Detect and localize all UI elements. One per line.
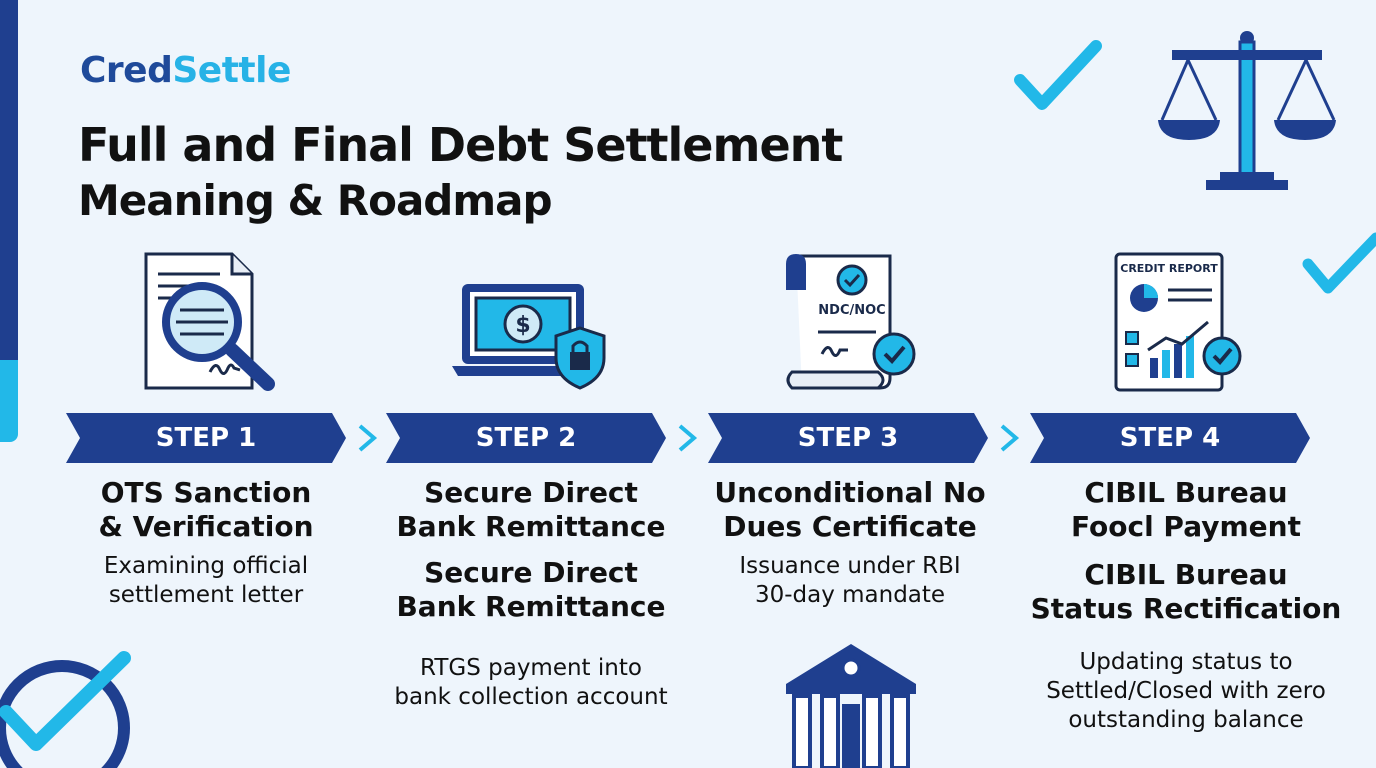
svg-text:$: $ <box>515 313 530 338</box>
brand-part-1: Cred <box>80 50 173 91</box>
page-title: Full and Final Debt Settlement <box>78 118 843 172</box>
step-1-banner: STEP 1 <box>66 413 346 463</box>
brand-logo: CredSettle <box>80 50 291 91</box>
step-4-label: STEP 4 <box>1119 423 1221 453</box>
step-2-content: Secure Direct Bank Remittance Secure Dir… <box>376 476 686 712</box>
step-3-desc-line-2: 30-day mandate <box>754 582 946 608</box>
laptop-payment-shield-icon: $ <box>452 284 606 390</box>
step-4-heading-line-2: Foocl Payment <box>1071 510 1301 543</box>
chevron-right-icon <box>678 424 698 452</box>
scales-of-justice-icon <box>1158 31 1336 190</box>
step-4-heading2-line-1: CIBIL Bureau <box>1084 558 1288 591</box>
chevron-right-icon <box>358 424 378 452</box>
step-1-desc-line-1: Examining official <box>103 553 309 579</box>
step-3-desc-line-1: Issuance under RBI <box>739 553 961 579</box>
step-2-desc-line-1: RTGS payment into <box>420 655 642 681</box>
step-3-banner: STEP 3 <box>708 413 988 463</box>
step-1-heading-line-1: OTS Sanction <box>100 476 312 509</box>
step-2-heading2-line-2: Bank Remittance <box>396 590 666 623</box>
step-3-heading-line-1: Unconditional No <box>714 476 986 509</box>
step-4-heading2-line-2: Status Rectification <box>1030 592 1342 625</box>
step-4-desc-line-1: Updating status to <box>1079 649 1293 675</box>
certificate-label: NDC/NOC <box>818 303 885 318</box>
bank-building-icon <box>786 644 916 768</box>
step-4-banner: STEP 4 <box>1030 413 1310 463</box>
step-4-content: CIBIL Bureau Foocl Payment CIBIL Bureau … <box>1026 476 1346 735</box>
chevron-right-icon <box>1000 424 1020 452</box>
checkmark-icon <box>1302 232 1376 294</box>
step-4-desc-line-3: outstanding balance <box>1068 707 1304 733</box>
step-4-heading-line-1: CIBIL Bureau <box>1084 476 1288 509</box>
step-3-heading-line-2: Dues Certificate <box>723 510 977 543</box>
step-2-heading2-line-1: Secure Direct <box>424 556 638 589</box>
left-accent-bar <box>0 0 18 360</box>
step-1-desc-line-2: settlement letter <box>108 582 304 608</box>
credit-report-icon: CREDIT REPORT <box>1114 252 1242 392</box>
step-4-desc-line-2: Settled/Closed with zero <box>1046 678 1326 704</box>
step-3-content: Unconditional No Dues Certificate Issuan… <box>700 476 1000 610</box>
credit-report-label: CREDIT REPORT <box>1120 262 1218 275</box>
page-subtitle: Meaning & Roadmap <box>78 176 553 225</box>
step-1-content: OTS Sanction & Verification Examining of… <box>66 476 346 610</box>
step-2-label: STEP 2 <box>475 423 577 453</box>
brand-part-2: Settle <box>172 50 291 91</box>
step-2-banner: STEP 2 <box>386 413 666 463</box>
circle-checkmark-icon <box>0 651 131 768</box>
certificate-scroll-icon: NDC/NOC <box>786 254 916 390</box>
step-2-heading-line-1: Secure Direct <box>424 476 638 509</box>
left-accent-bar-highlight <box>0 360 18 442</box>
document-magnifier-icon <box>144 252 275 391</box>
step-1-label: STEP 1 <box>155 423 257 453</box>
step-2-desc-line-2: bank collection account <box>394 684 668 710</box>
step-3-label: STEP 3 <box>797 423 899 453</box>
step-2-heading-line-2: Bank Remittance <box>396 510 666 543</box>
step-1-heading-line-2: & Verification <box>98 510 314 543</box>
checkmark-icon <box>1014 40 1102 110</box>
